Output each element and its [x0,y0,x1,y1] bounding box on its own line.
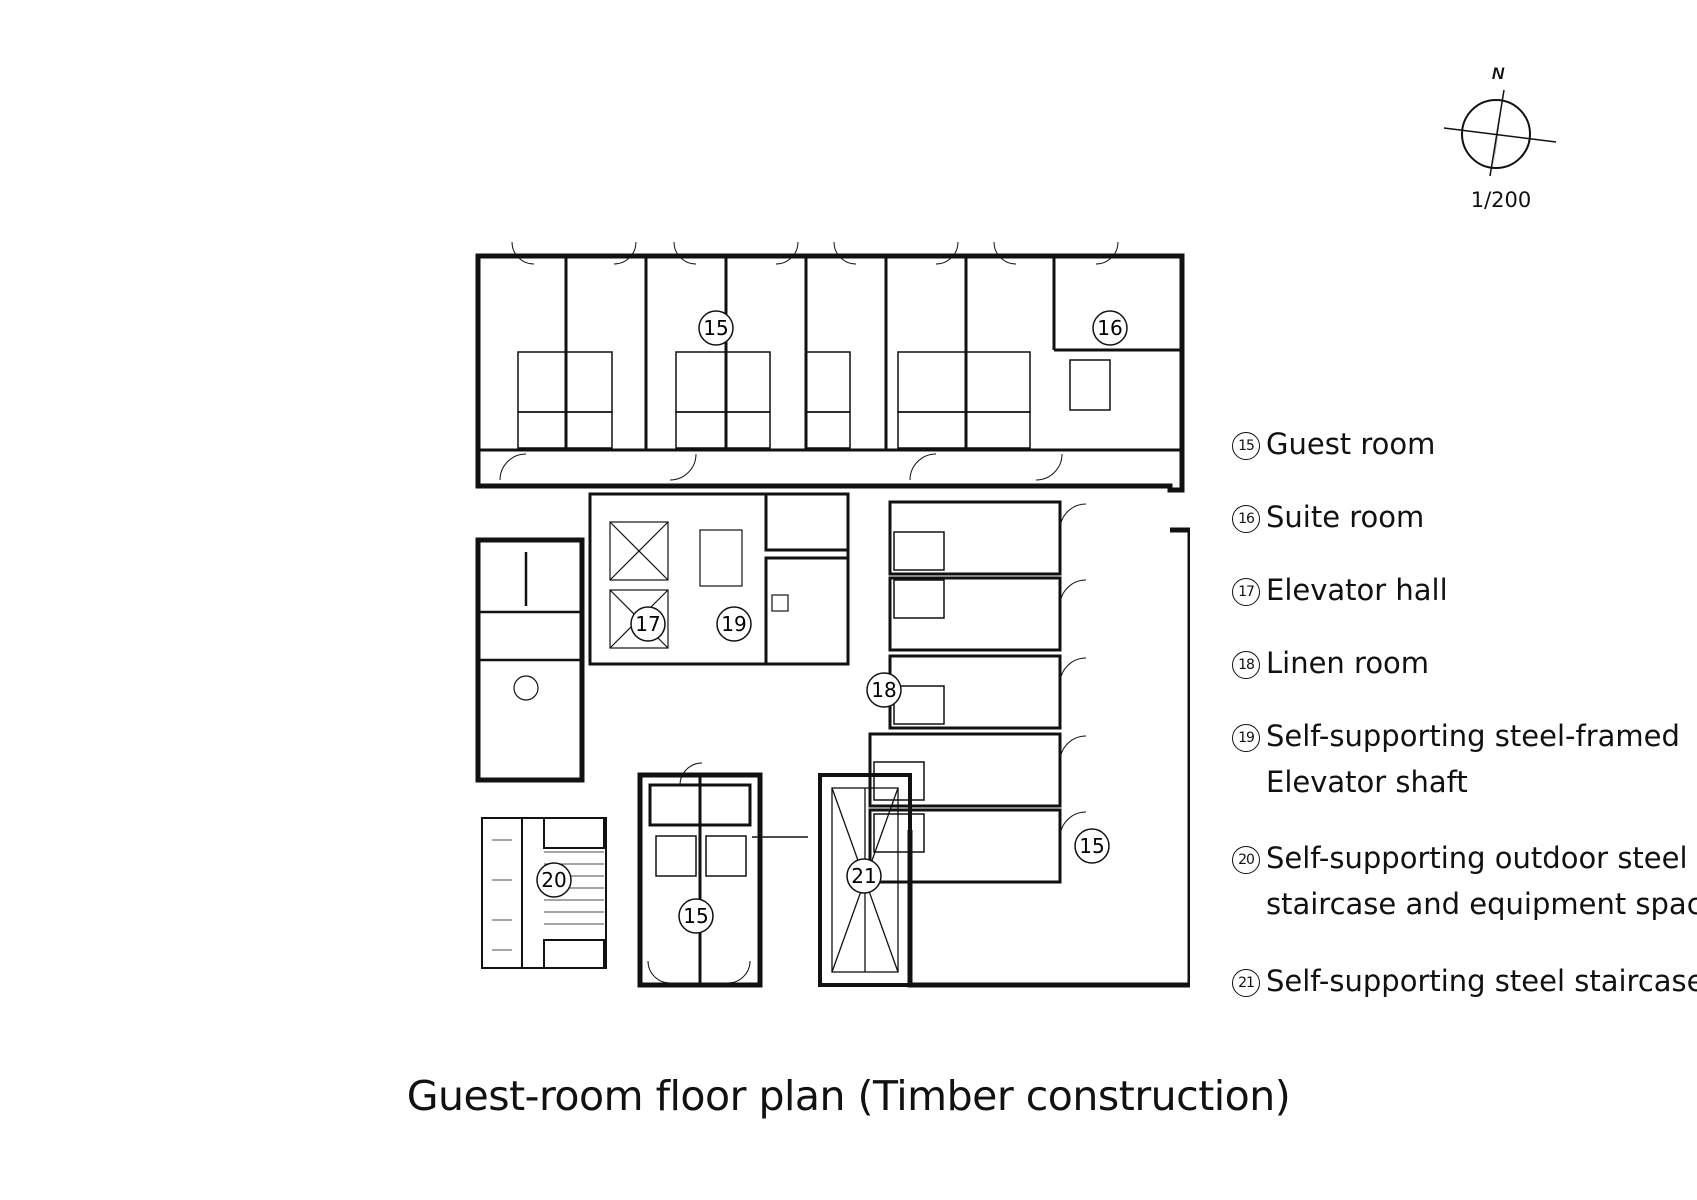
room-label-elevator-shaft: 19 [721,612,746,636]
legend-number: 19 [1232,724,1260,752]
legend-number: 18 [1232,651,1260,679]
room-label-guest-bottom: 15 [683,904,708,928]
room-label-guest-top: 15 [703,316,728,340]
legend-label: Self-supporting outdoor steel [1266,841,1688,875]
legend-label-line2: staircase and equipment space [1266,887,1697,921]
legend-number: 21 [1232,969,1260,997]
legend-number: 20 [1232,846,1260,874]
room-labels: 15 16 17 19 18 15 20 21 15 [536,310,1128,934]
legend-label: Suite room [1266,500,1425,534]
linen-room-wall [764,556,850,666]
outer-wall-west-block [475,537,585,783]
room-label-suite: 16 [1097,316,1122,340]
room-label-linen: 18 [871,678,896,702]
legend-number: 15 [1232,432,1260,460]
outer-wall-east-block [907,527,1190,988]
scale-label: 1/200 [1470,188,1532,212]
room-label-outdoor-stair: 20 [541,868,566,892]
legend-label: Linen room [1266,646,1430,680]
plan-title: Guest-room floor plan (Timber constructi… [406,1072,1291,1120]
room-label-elevator-hall: 17 [635,612,660,636]
legend-label-line2: Elevator shaft [1266,765,1468,799]
legend-label: Self-supporting steel staircase [1266,964,1697,998]
legend-label: Guest room [1266,427,1436,461]
room-label-steel-stair: 21 [851,864,876,888]
legend-number: 16 [1232,505,1260,533]
outer-wall-south-block [637,772,763,988]
north-label: N [1491,64,1505,83]
legend-label: Elevator hall [1266,573,1448,607]
floor-plan: 15 16 17 19 18 15 20 21 15 [475,241,1190,988]
north-arrow-icon [1443,89,1557,177]
legend-number: 17 [1232,578,1260,606]
legend-label: Self-supporting steel-framed [1266,719,1680,753]
outer-wall-north-block [475,253,1185,493]
elevator-core [588,492,850,666]
room-label-guest-right: 15 [1079,834,1104,858]
